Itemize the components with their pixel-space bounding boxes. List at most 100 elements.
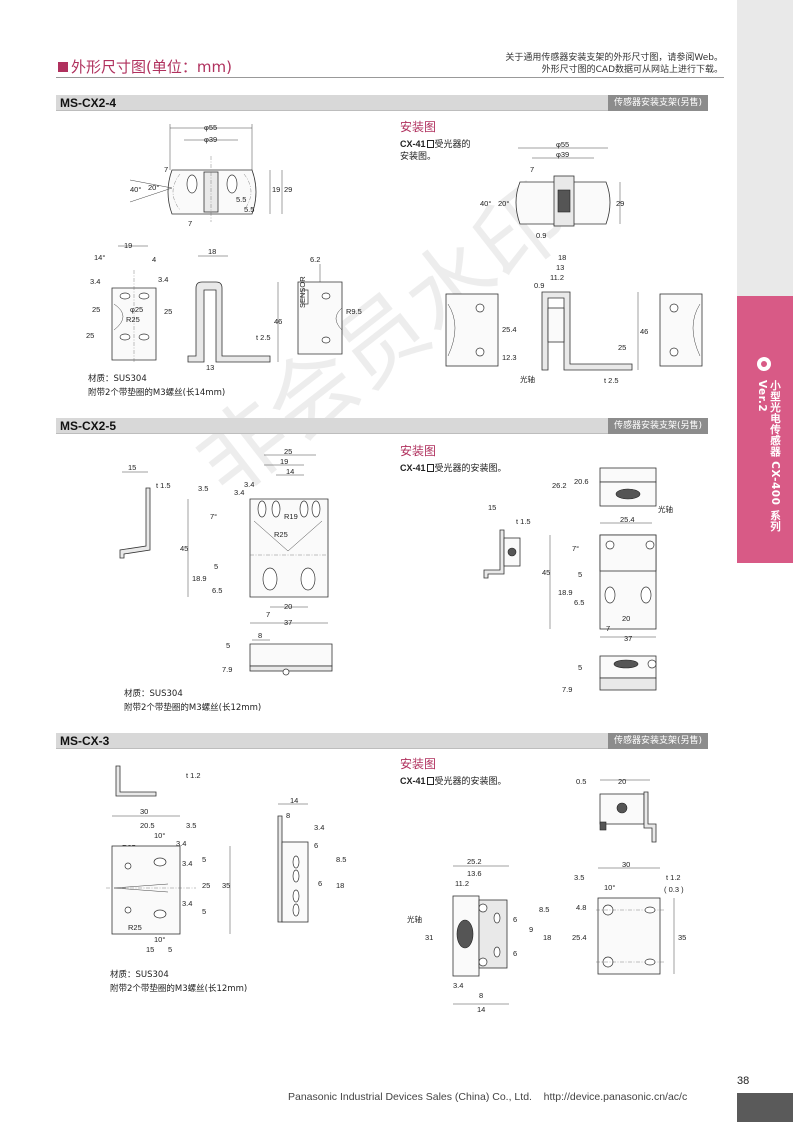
dim-label: 20.5 [140, 821, 155, 830]
product-tag: 传感器安装支架(另售) [607, 418, 708, 434]
dim-label: 8 [286, 811, 290, 820]
material-text: 材质：SUS304 [110, 970, 169, 980]
dim-label: 7° [210, 512, 217, 521]
ms-cx2-4-install-title: 安装图 [400, 120, 437, 134]
dim-label: 11.2 [455, 879, 469, 888]
dim-label: 25 [202, 881, 210, 890]
dim-label: 25 [618, 343, 626, 352]
dim-label: 40° [480, 199, 491, 208]
dim-label: R19 [284, 512, 298, 521]
dim-label: 0.9 [536, 231, 546, 240]
screws-text: 附带2个带垫圈的M3螺丝(长12mm) [124, 703, 262, 713]
dim-label: 13.6 [467, 869, 482, 878]
dim-label: φ39 [204, 135, 217, 144]
footer-company: Panasonic Industrial Devices Sales (Chin… [288, 1091, 532, 1103]
dim-label: 18 [208, 247, 216, 256]
dim-label: 3.4 [182, 859, 192, 868]
dim-label: 10° [154, 831, 165, 840]
footer-url[interactable]: http://device.panasonic.cn/ac/c [543, 1091, 688, 1103]
dim-label: 7.9 [562, 685, 572, 694]
dim-label: 15 [128, 463, 136, 472]
dim-label: 3.4 [314, 823, 324, 832]
install-text: 受光器的安装图。 [434, 777, 507, 787]
web-note-line2: 外形尺寸图的CAD数据可从网站上进行下载。 [541, 65, 723, 75]
dim-label: 5.5 [236, 195, 246, 204]
dim-label: t 1.2 [186, 771, 201, 780]
dim-label: 6.2 [310, 255, 320, 264]
bullet-circle-icon [757, 357, 771, 371]
dim-label: 3.4 [244, 480, 254, 489]
install-model: CX-41 [400, 139, 426, 149]
box-icon [426, 464, 434, 472]
dim-label: 9 [529, 925, 533, 934]
axis-label: 光轴 [658, 504, 673, 514]
dim-label: 46 [274, 317, 282, 326]
dim-label: 14 [290, 796, 298, 805]
box-icon [426, 140, 434, 148]
side-tab-accent [737, 296, 793, 563]
axis-label: 光轴 [520, 374, 535, 384]
section-bar-ms-cx2-4: MS-CX2-4 传感器安装支架(另售) [56, 95, 708, 111]
ms-cx2-5-install-front: 25.4 7° 45 5 18.9 6.5 20 7 37 [542, 515, 657, 643]
side-tab-label: 小型光电传感器 CX-400 系列 Ver.2 [756, 380, 781, 532]
dim-label: 6 [318, 879, 322, 888]
dim-label: 35 [678, 933, 686, 942]
section-bar-ms-cx-3: MS-CX-3 传感器安装支架(另售) [56, 733, 708, 749]
dim-label: 7.9 [222, 665, 232, 674]
page-number: 38 [737, 1075, 750, 1087]
dim-label: R25 [128, 923, 142, 932]
dim-label: 0.9 [534, 281, 544, 290]
axis-label: 光轴 [407, 914, 422, 924]
dim-label: 20° [498, 199, 509, 208]
dim-label: 8.5 [539, 905, 549, 914]
dim-label: 11.2 [550, 273, 564, 282]
dim-label: 25.4 [502, 325, 517, 334]
dim-label: 14 [477, 1005, 485, 1014]
dim-label: 14° [94, 253, 105, 262]
dim-label: 7 [188, 219, 192, 228]
footer: Panasonic Industrial Devices Sales (Chin… [288, 1091, 687, 1103]
dim-label: 35 [222, 881, 230, 890]
dim-label: 3.5 [574, 873, 584, 882]
ms-cx2-5-install-desc: CX-41 受光器的安装图。 [400, 462, 507, 475]
ms-cx2-4-top-view: φ55 φ39 40° 20° 7 7 19 29 5.5 5.5 [129, 123, 292, 228]
dim-label: 31 [425, 933, 433, 942]
install-model: CX-41 [400, 463, 426, 473]
title-square-icon [58, 62, 68, 72]
dim-label: 3.5 [186, 821, 196, 830]
dim-label: 25 [164, 307, 172, 316]
sensor-marking: SENSOR [298, 276, 307, 308]
screws-text: 附带2个带垫圈的M3螺丝(长14mm) [88, 388, 226, 398]
ms-cx-3-front-view: 30 20.5 3.5 10° R25 3.4 3.4 3.4 5 25 5 3… [106, 807, 230, 954]
install-model: CX-41 [400, 776, 426, 786]
ms-cx2-5-install-bottom: 5 7.9 [562, 655, 657, 694]
dim-label: 7 [164, 165, 168, 174]
dim-label: 40° [130, 185, 141, 194]
material-text: 材质：SUS304 [88, 374, 147, 384]
dim-label: R25 [274, 530, 288, 539]
dim-label: 25 [284, 447, 292, 456]
dim-label: t 1.5 [516, 517, 531, 526]
ms-cx2-4-material: 材质：SUS304 附带2个带垫圈的M3螺丝(长14mm) [88, 372, 225, 400]
dim-label: 5 [226, 641, 230, 650]
dim-label: 10° [604, 883, 615, 892]
model-name: MS-CX-3 [60, 734, 110, 748]
dim-label: 30 [622, 860, 630, 869]
dim-label: 4.8 [576, 903, 586, 912]
dim-label: 37 [284, 618, 292, 627]
web-note: 关于通用传感器安装支架的外形尺寸图，请参阅Web。 外形尺寸图的CAD数据可从网… [423, 52, 723, 76]
dim-label: R9.5 [346, 307, 362, 316]
dim-label: 20° [148, 183, 159, 192]
dim-label: φ55 [204, 123, 217, 132]
dim-label: 29 [616, 199, 624, 208]
box-icon [426, 777, 434, 785]
dim-label: 18.9 [558, 588, 573, 597]
ms-cx2-4-back-view: 6.2 SENSOR R9.5 [297, 255, 362, 355]
model-name: MS-CX2-4 [60, 96, 117, 110]
install-text: 受光器的安装图。 [434, 464, 507, 474]
ms-cx2-5-side-view: 15 t 1.5 [119, 463, 171, 559]
dim-label: 29 [284, 185, 292, 194]
ms-cx2-4-install-top: φ55 φ39 40° 20° 7 29 0.9 [480, 140, 624, 240]
dim-label: t 1.2 [666, 873, 681, 882]
